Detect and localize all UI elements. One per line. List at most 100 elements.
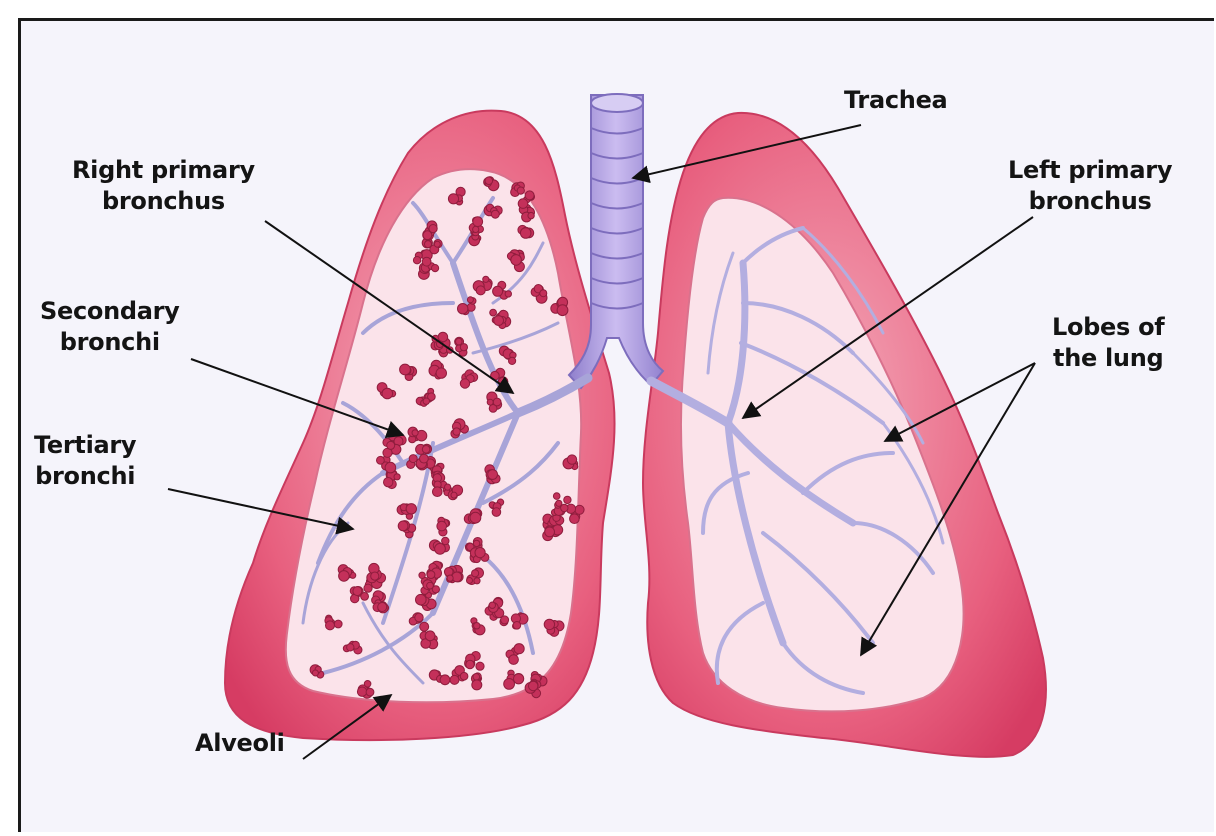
alveolus <box>528 212 534 218</box>
alveolus <box>409 455 417 463</box>
label-secondary-bronchi-line1: Secondary <box>40 296 180 327</box>
alveolus <box>366 688 374 696</box>
alveolus <box>511 255 522 266</box>
alveolus <box>514 674 524 684</box>
alveolus <box>422 257 431 266</box>
alveolus <box>476 662 484 670</box>
label-left-primary-bronchus-line2: bronchus <box>1008 186 1172 217</box>
alveolus <box>553 493 560 500</box>
alveolus <box>561 504 568 511</box>
alveolus <box>394 474 400 480</box>
alveolus <box>514 644 524 654</box>
alveolus <box>513 622 521 630</box>
alveolus <box>334 620 342 628</box>
alveolus <box>518 199 528 209</box>
alveolus <box>501 616 509 624</box>
alveolus <box>425 241 432 248</box>
alveolus <box>458 304 468 314</box>
alveolus <box>387 441 395 449</box>
alveolus <box>413 257 420 264</box>
alveolus <box>437 521 447 531</box>
alveolus <box>445 484 451 490</box>
alveolus <box>347 644 354 651</box>
alveolus-cluster <box>373 602 389 613</box>
alveolus <box>505 291 511 297</box>
alveolus <box>520 228 531 239</box>
alveolus <box>312 670 318 676</box>
alveolus <box>422 446 430 454</box>
alveolus <box>436 368 446 378</box>
alveolus <box>474 623 480 629</box>
alveolus <box>493 286 503 296</box>
alveolus <box>432 265 439 272</box>
alveolus <box>487 399 493 405</box>
alveolus <box>423 398 429 404</box>
alveolus <box>473 217 483 227</box>
alveolus <box>451 492 457 498</box>
alveolus <box>429 225 437 233</box>
alveolus <box>557 305 568 316</box>
alveolus <box>364 681 371 688</box>
alveolus <box>470 512 481 523</box>
alveolus <box>472 680 482 690</box>
alveolus <box>567 455 576 464</box>
label-lobes-line2: the lung <box>1052 343 1164 374</box>
alveolus <box>371 572 379 580</box>
alveolus <box>450 675 459 684</box>
alveolus <box>412 430 418 436</box>
label-lobes-line1: Lobes of <box>1052 312 1164 343</box>
alveolus <box>326 621 335 630</box>
alveolus <box>460 344 467 351</box>
alveolus <box>447 575 453 581</box>
alveolus <box>473 540 479 546</box>
label-alveoli: Alveoli <box>195 728 285 759</box>
label-right-primary-bronchus-line2: bronchus <box>72 186 255 217</box>
alveolus <box>494 316 504 326</box>
alveolus <box>467 303 475 311</box>
alveolus <box>564 496 571 503</box>
alveolus <box>400 364 411 375</box>
alveolus <box>420 622 429 631</box>
alveolus <box>504 679 515 690</box>
label-right-primary-bronchus: Right primary bronchus <box>72 155 255 217</box>
alveolus <box>448 194 458 204</box>
alveolus <box>361 593 369 601</box>
label-left-primary-bronchus-line1: Left primary <box>1008 155 1172 186</box>
alveolus <box>472 570 479 577</box>
alveolus <box>364 584 372 592</box>
alveolus <box>398 521 408 531</box>
alveolus <box>427 571 435 579</box>
label-tertiary-bronchi-line1: Tertiary <box>34 430 136 461</box>
alveolus <box>575 505 584 514</box>
alveolus-cluster <box>471 673 481 690</box>
alveolus <box>453 428 460 435</box>
label-right-primary-bronchus-line1: Right primary <box>72 155 255 186</box>
alveolus <box>433 487 443 497</box>
label-tertiary-bronchi: Tertiary bronchi <box>34 430 136 492</box>
alveolus <box>517 187 524 194</box>
alveolus <box>378 603 387 612</box>
alveolus <box>416 594 427 605</box>
alveolus <box>483 276 489 282</box>
alveolus <box>353 587 362 596</box>
figure-frame: Trachea Right primary bronchus Left prim… <box>18 18 1214 832</box>
alveolus <box>384 478 393 487</box>
label-left-primary-bronchus: Left primary bronchus <box>1008 155 1172 217</box>
alveolus <box>490 309 497 316</box>
alveolus <box>544 619 554 629</box>
alveolus <box>509 655 519 665</box>
alveolus <box>415 613 423 621</box>
alveolus <box>509 357 516 364</box>
alveolus <box>339 571 350 582</box>
alveolus <box>420 454 429 463</box>
alveolus <box>485 177 493 185</box>
alveolus <box>529 681 538 690</box>
alveolus <box>492 508 501 517</box>
alveolus <box>473 674 480 681</box>
alveolus <box>467 297 473 303</box>
alveolus <box>466 660 474 668</box>
alveolus <box>488 470 498 480</box>
alveolus <box>377 456 385 464</box>
alveolus <box>440 675 450 685</box>
alveolus <box>467 578 473 584</box>
